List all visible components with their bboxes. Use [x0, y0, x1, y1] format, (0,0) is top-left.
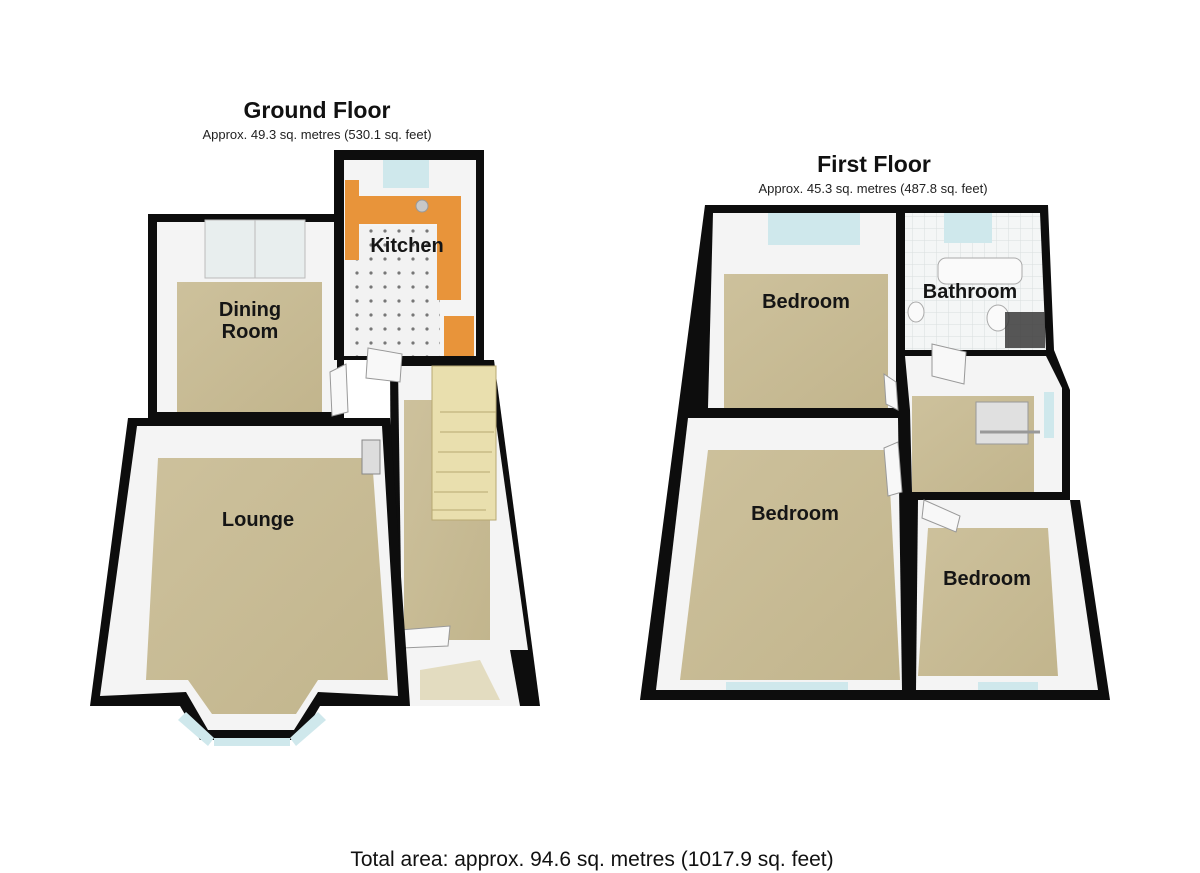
landing-window	[1044, 392, 1054, 438]
bedroom-large-door	[883, 441, 903, 497]
front-door	[399, 625, 451, 649]
stair-opening	[975, 401, 1029, 445]
bathroom	[905, 213, 1046, 350]
kitchen	[334, 150, 484, 360]
bedroom-top-label: Bedroom	[762, 291, 850, 313]
bathroom-window	[944, 213, 992, 243]
bedroom-large-label: Bedroom	[751, 503, 839, 525]
porch-floor	[420, 660, 500, 700]
kitchen-door	[365, 347, 403, 383]
kitchen-label: Kitchen	[370, 235, 443, 257]
dining-room	[148, 214, 344, 418]
bedroom-small	[916, 499, 1098, 690]
bedroom-top-door	[883, 373, 899, 411]
dining-door	[329, 363, 349, 417]
ground-floor-area: Approx. 49.3 sq. metres (530.1 sq. feet)	[202, 127, 431, 142]
lounge-fireplace	[361, 439, 381, 475]
bedroom-large-window	[726, 682, 848, 690]
ground-floor-plan	[90, 150, 540, 746]
first-floor-area: Approx. 45.3 sq. metres (487.8 sq. feet)	[758, 181, 987, 196]
bedroom-small-door	[921, 499, 961, 533]
bedroom-small-window	[978, 682, 1038, 690]
staircase	[431, 365, 497, 521]
basin-icon	[907, 301, 925, 323]
dining-room-label-line2: Room	[222, 321, 279, 343]
bedroom-top	[708, 213, 896, 408]
first-floor-plan	[640, 205, 1110, 700]
dining-room-label-line1: Dining	[219, 299, 281, 321]
bedroom-top-window	[768, 213, 860, 245]
lounge	[90, 418, 410, 746]
sink-icon	[415, 199, 429, 213]
bathroom-label: Bathroom	[923, 281, 1017, 303]
bath-icon	[937, 257, 1023, 285]
bedroom-large	[656, 418, 903, 690]
hallway	[390, 360, 540, 706]
first-floor-title: First Floor	[817, 151, 931, 177]
lounge-label: Lounge	[222, 509, 294, 531]
bathroom-door	[931, 343, 967, 385]
bedroom-small-label: Bedroom	[943, 568, 1031, 590]
ground-floor-title: Ground Floor	[244, 97, 391, 123]
kitchen-window	[383, 160, 429, 188]
bay-window	[214, 738, 290, 746]
landing	[905, 343, 1062, 492]
total-area: Total area: approx. 94.6 sq. metres (101…	[350, 848, 833, 871]
